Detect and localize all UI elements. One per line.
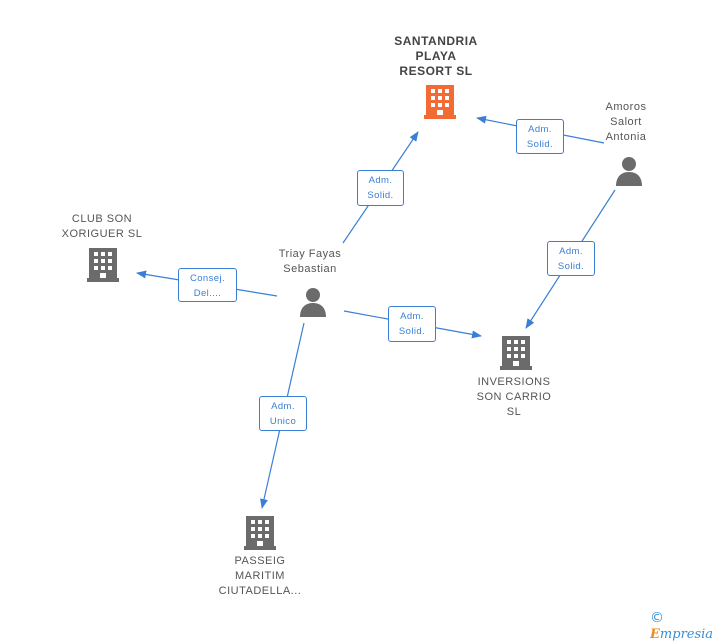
node-label-passeig[interactable]: PASSEIG MARITIM CIUTADELLA... <box>218 555 302 597</box>
building-icon[interactable] <box>424 85 456 119</box>
edge-label-amoros-santandria[interactable]: Adm. Solid. <box>516 119 564 154</box>
edge-label-triay-club[interactable]: Consej. Del.... <box>178 268 237 302</box>
node-label-amoros[interactable]: Amoros Salort Antonia <box>605 101 647 143</box>
edge-label-triay-inversions[interactable]: Adm. Solid. <box>388 306 436 342</box>
building-icon[interactable] <box>87 248 119 282</box>
copyright-symbol: © <box>650 610 664 626</box>
edge-label-triay-santandria[interactable]: Adm. Solid. <box>357 170 404 206</box>
empresia-logo[interactable]: © Empresia <box>650 610 728 642</box>
edge-label-triay-passeig[interactable]: Adm. Unico <box>259 396 307 431</box>
edge-label-amoros-inversions[interactable]: Adm. Solid. <box>547 241 595 276</box>
brand-name: mpresia <box>659 627 714 642</box>
node-label-inversions[interactable]: INVERSIONS SON CARRIO SL <box>476 376 552 418</box>
building-icon[interactable] <box>500 336 532 370</box>
node-label-club[interactable]: CLUB SON XORIGUER SL <box>61 213 143 240</box>
person-icon[interactable] <box>614 156 644 186</box>
node-label-triay[interactable]: Triay Fayas Sebastian <box>278 248 342 275</box>
node-label-santandria[interactable]: SANTANDRIA PLAYA RESORT SL <box>394 34 478 78</box>
building-icon[interactable] <box>244 516 276 550</box>
person-icon[interactable] <box>298 287 328 317</box>
brand-first-letter: E <box>650 627 660 642</box>
